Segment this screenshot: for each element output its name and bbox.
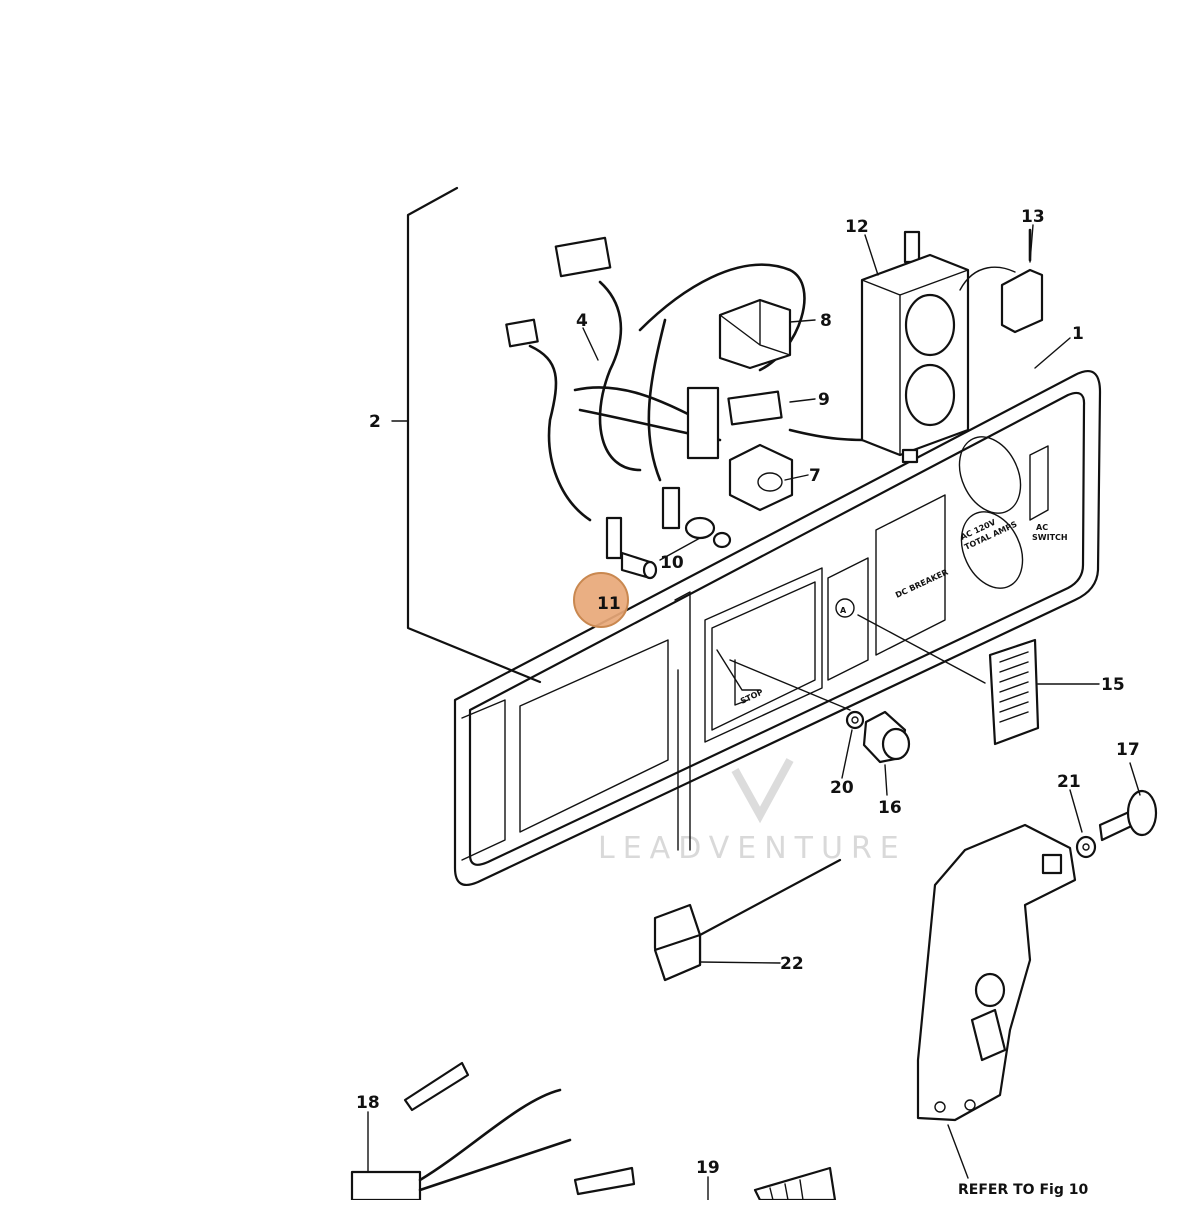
refer-to-fig-10-note: REFER TO Fig 10 xyxy=(958,1182,1088,1198)
callout-12: 12 xyxy=(845,217,869,237)
callout-22: 22 xyxy=(780,954,804,974)
watermark-text: LEADVENTURE xyxy=(598,831,907,866)
part-13-switch xyxy=(959,228,1044,334)
part-22-spark-plug-wrench xyxy=(653,858,842,982)
callout-20: 20 xyxy=(830,778,854,798)
part-9-rectifier xyxy=(686,386,783,460)
part-19-spring xyxy=(753,1166,837,1202)
front-panel: A STOP AC 120V TOTAL AMPS AC SWITCH DC B… xyxy=(453,370,1102,886)
leader-lines xyxy=(367,224,1141,1201)
part-20-nut xyxy=(845,710,865,730)
part-7-receptacle xyxy=(728,443,794,512)
callout-21: 21 xyxy=(1057,772,1081,792)
watermark: LEADVENTURE xyxy=(598,758,907,866)
callout-4: 4 xyxy=(576,311,588,331)
bracket-2 xyxy=(391,186,542,684)
part-21-washer xyxy=(1075,835,1097,859)
part-16-knob xyxy=(862,710,911,764)
detail-a-label: A xyxy=(840,606,847,615)
callout-18: 18 xyxy=(356,1093,380,1113)
callout-1: 1 xyxy=(1072,324,1084,344)
callout-17: 17 xyxy=(1116,740,1140,760)
callouts: 1 2 4 7 8 9 10 11 12 13 15 16 17 18 19 2… xyxy=(356,207,1140,1178)
part-10-lamp-holder xyxy=(661,486,732,549)
callout-9: 9 xyxy=(818,390,830,410)
callout-11: 11 xyxy=(597,594,621,614)
callout-16: 16 xyxy=(878,798,902,818)
dc-breaker-label: DC BREAKER xyxy=(894,568,950,600)
callout-15: 15 xyxy=(1101,675,1125,695)
ac-switch-label-2: SWITCH xyxy=(1032,533,1068,542)
part-8-transformer xyxy=(718,298,792,370)
callout-10: 10 xyxy=(660,553,684,573)
callout-8: 8 xyxy=(820,311,832,331)
part-12-duplex-outlet xyxy=(860,230,970,464)
ac-switch-label-1: AC xyxy=(1036,523,1048,532)
callout-7: 7 xyxy=(809,466,821,486)
highlight-marker xyxy=(573,572,629,628)
mounting-bracket xyxy=(916,823,1077,1122)
callout-13: 13 xyxy=(1021,207,1045,227)
part-15-cover-plate xyxy=(988,638,1040,746)
part-11-pilot-lamp xyxy=(605,516,658,580)
part-17-thumb-screw xyxy=(1098,789,1158,842)
callout-2: 2 xyxy=(369,412,381,432)
part-18-battery-cable xyxy=(350,1061,636,1202)
callout-19: 19 xyxy=(696,1158,720,1178)
